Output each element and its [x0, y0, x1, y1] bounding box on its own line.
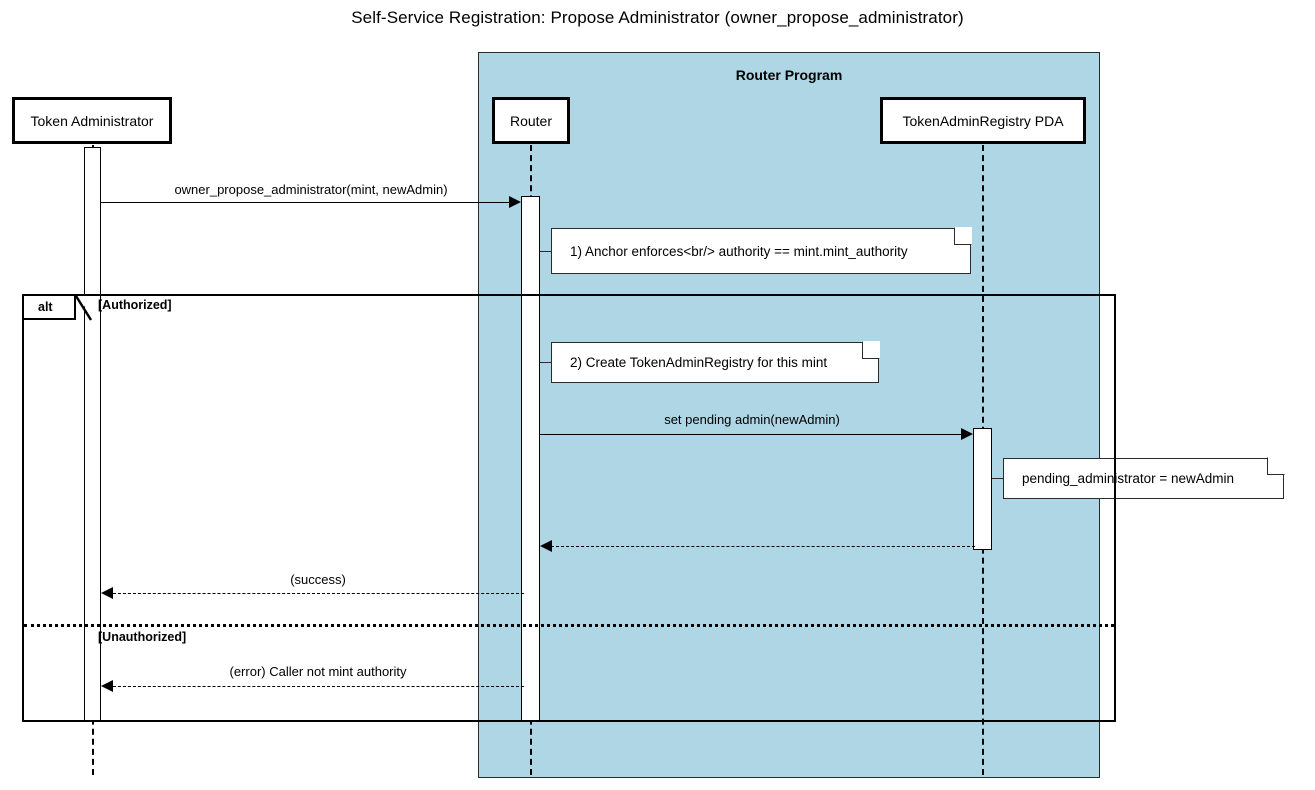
message-arrowhead-success [101, 587, 113, 599]
note-create-token-admin-registry: 2) Create TokenAdminRegistry for this mi… [551, 341, 880, 383]
fragment-alt-divider [24, 624, 1114, 627]
message-line-success [113, 593, 524, 594]
note-connector-pending-administrator [992, 478, 1004, 479]
participant-tokenadminregistry-pda[interactable]: TokenAdminRegistry PDA [880, 97, 1086, 144]
activation-tokenadminregistry-pda [973, 428, 992, 550]
participant-token-administrator[interactable]: Token Administrator [12, 97, 172, 144]
note-connector-create-registry [540, 362, 552, 363]
fragment-alt-operator-tab: alt [24, 296, 76, 320]
fragment-guard-authorized: [Authorized] [98, 298, 172, 312]
participant-router-label: Router [509, 112, 553, 129]
message-line-owner-propose-administrator [101, 202, 512, 203]
message-line-error [113, 686, 524, 687]
note-pending-administrator-text: pending_administrator = newAdmin [1022, 471, 1234, 486]
participant-router[interactable]: Router [492, 97, 570, 144]
message-label-success: (success) [290, 572, 346, 587]
group-box-router-program: Router Program [478, 52, 1100, 778]
page-title: Self-Service Registration: Propose Admin… [351, 8, 964, 27]
message-arrowhead-set-pending-admin [961, 428, 973, 440]
note-anchor-enforces-text: 1) Anchor enforces<br/> authority == min… [570, 243, 908, 259]
message-arrowhead-registry-return [540, 540, 552, 552]
message-line-registry-return [551, 546, 975, 547]
activation-router [521, 196, 540, 722]
group-box-label: Router Program [735, 67, 843, 83]
message-label-set-pending-admin: set pending admin(newAdmin) [664, 412, 840, 427]
note-create-token-admin-registry-text: 2) Create TokenAdminRegistry for this mi… [570, 355, 828, 370]
message-arrowhead-owner-propose-administrator [509, 196, 521, 208]
fragment-alt-operator-label: alt [38, 300, 53, 314]
message-line-set-pending-admin [540, 434, 963, 435]
note-connector-anchor-enforces [540, 251, 552, 252]
participant-tokenadminregistry-pda-label: TokenAdminRegistry PDA [902, 112, 1064, 129]
message-label-owner-propose-administrator: owner_propose_administrator(mint, newAdm… [174, 182, 448, 197]
message-arrowhead-error [101, 680, 113, 692]
fragment-alt-tab-notch-outline-icon [74, 295, 93, 321]
note-pending-administrator: pending_administrator = newAdmin [1003, 457, 1285, 499]
fragment-guard-unauthorized: [Unauthorized] [98, 630, 187, 644]
note-anchor-enforces: 1) Anchor enforces<br/> authority == min… [551, 227, 972, 274]
message-label-error: (error) Caller not mint authority [229, 664, 407, 679]
participant-token-administrator-label: Token Administrator [30, 112, 154, 129]
